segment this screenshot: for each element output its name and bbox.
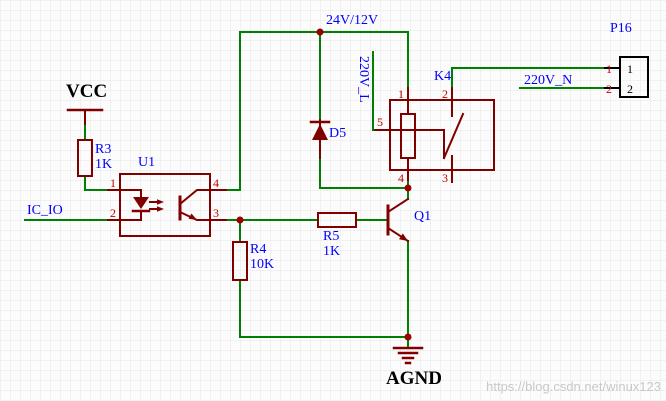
- net-label-220v-live: 220V_L: [356, 56, 371, 103]
- junction-r4-branch: [236, 216, 244, 224]
- p16-pin1-number: 1: [606, 62, 612, 76]
- junction-gnd-rail: [404, 333, 412, 341]
- wire-rail-to-u1-pin4: [225, 31, 241, 191]
- q1-refdes: Q1: [414, 209, 431, 224]
- u1-emission-arrowhead-2: [157, 206, 164, 212]
- u1-pin4-number: 4: [213, 176, 219, 190]
- u1-pin1-number: 1: [110, 176, 116, 190]
- transistor-q1: Q1: [386, 197, 431, 243]
- u1-led-triangle-icon: [133, 197, 149, 209]
- wire-r3-to-u1-pin1: [84, 175, 109, 191]
- net-label-24v-12v: 24V/12V: [326, 13, 378, 28]
- q1-emitter-arrow: [399, 233, 408, 241]
- agnd-power-port: AGND: [386, 346, 442, 389]
- u1-pin2-number: 2: [110, 206, 116, 220]
- r5-value: 1K: [323, 244, 340, 259]
- p16-refdes: P16: [610, 21, 632, 36]
- u1-phototransistor-collector: [178, 189, 211, 206]
- k4-refdes: K4: [434, 69, 451, 84]
- wire-d5-to-collector: [319, 157, 409, 189]
- r3-refdes: R3: [95, 142, 111, 157]
- u1-phototransistor-emitter-arrow: [188, 213, 197, 220]
- r3-body: [77, 139, 93, 177]
- r5-body: [317, 212, 357, 228]
- p16-pin1-cell-label: 1: [627, 62, 633, 76]
- k4-pin1-number: 1: [398, 87, 404, 101]
- junction-dots: [236, 28, 412, 341]
- net-label-220v-neutral: 220V_N: [524, 73, 572, 88]
- junction-collector: [404, 184, 412, 192]
- k4-body: [389, 99, 495, 171]
- wire-r4-to-gnd-rail: [239, 279, 409, 338]
- agnd-label: AGND: [386, 368, 442, 389]
- d5-refdes: D5: [329, 126, 346, 141]
- diode-d5: D5: [309, 119, 346, 159]
- u1-refdes: U1: [138, 155, 155, 170]
- u1-led-cathode-wire: [119, 210, 142, 221]
- k4-common-link: [389, 129, 445, 159]
- net-label-ic-io: IC_IO: [27, 203, 63, 218]
- r4-body: [232, 241, 248, 281]
- p16-pin2-number: 2: [606, 82, 612, 96]
- k4-pin5-number: 5: [377, 115, 383, 129]
- k4-pin3-number: 3: [442, 171, 448, 185]
- junction-rail-d5: [316, 28, 324, 36]
- p16-body: [619, 56, 649, 98]
- relay-k4: K4 1 2 5 4 3: [374, 69, 495, 185]
- u1-emission-arrowhead-1: [157, 199, 164, 205]
- wire-k4-to-p16-pin1: [451, 67, 605, 89]
- wires: [24, 31, 605, 348]
- k4-pin4-number: 4: [398, 171, 404, 185]
- p16-pin2-cell-label: 2: [627, 82, 633, 96]
- q1-collector: [386, 197, 410, 214]
- r4-value: 10K: [250, 257, 274, 272]
- u1-pin3-number: 3: [213, 206, 219, 220]
- resistor-r3: R3 1K: [77, 139, 112, 177]
- vcc-label: VCC: [66, 81, 107, 102]
- connector-p16: P16 1 2 1 2: [604, 21, 649, 98]
- k4-pin2-number: 2: [442, 87, 448, 101]
- k4-switch-arm: [442, 112, 465, 160]
- resistor-r4: R4 10K: [232, 241, 274, 281]
- r4-refdes: R4: [250, 242, 266, 257]
- watermark-text: https://blog.csdn.net/winux123: [486, 379, 661, 394]
- d5-triangle-icon: [312, 124, 328, 140]
- r5-refdes: R5: [323, 229, 339, 244]
- optocoupler-u1: U1 1 2 4 3: [107, 155, 227, 237]
- r3-value: 1K: [95, 157, 112, 172]
- u1-body: [119, 173, 211, 237]
- vcc-power-port: VCC: [66, 81, 107, 125]
- u1-led-anode-wire: [119, 189, 142, 198]
- resistor-r5: R5 1K: [317, 212, 357, 259]
